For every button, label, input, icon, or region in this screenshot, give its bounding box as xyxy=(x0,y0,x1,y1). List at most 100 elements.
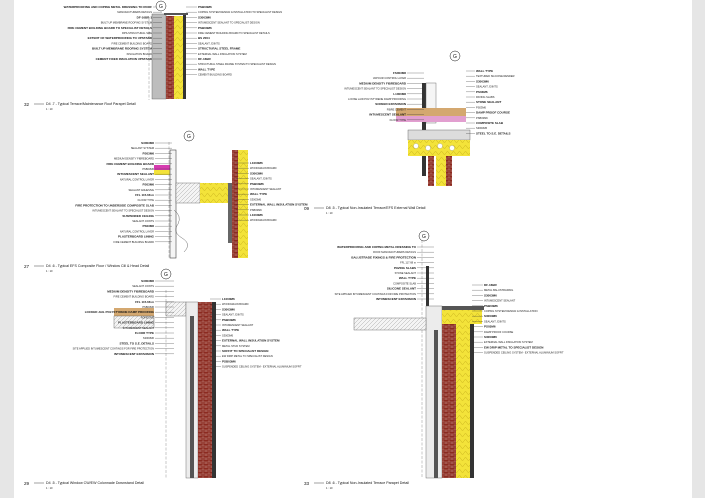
annotation-left: VAPOUR CONTROL LAYER xyxy=(373,76,406,80)
annotation-right: PS03M6 xyxy=(476,105,487,109)
annotation-right: STRUCTURAL STEEL FRAME xyxy=(198,47,240,51)
annotation-right: PAVING SLABS xyxy=(476,95,495,99)
annotation-left: INTUMESCENT SEALANT TO SPECIALIST DESIGN xyxy=(344,87,406,91)
annotation-right: S3003M6 xyxy=(250,171,263,175)
annotation-left: SUSPENDED CEILING xyxy=(122,214,154,218)
annotation-right: SEALANT JOINTS xyxy=(222,313,244,317)
annotation-right: COPING SYSTEM DESIGN & INSTALLATION xyxy=(484,309,538,313)
annotation-left: FLOOR TYPE xyxy=(135,331,154,335)
annotation-left: EXTENT OF WATERPROOFING TO UPSTAND xyxy=(88,36,153,40)
construction-details-drawing: WATERPROOFING AND COPING METAL DRESSING … xyxy=(24,0,564,490)
annotation-right: EW DRIP METAL TO SPECIALIST DESIGN xyxy=(484,345,543,349)
annotation-left: RPS-STRUCTURAL SIZE xyxy=(122,31,152,35)
annotation-left: FIRE CEMENT BUILDING BOARD xyxy=(112,41,153,45)
annotation-left: PSB03M6 xyxy=(142,167,154,171)
annotation-right: WALL TYPE xyxy=(476,69,493,73)
detail-title: D8 .5 - Typical Non-Insulated Terrace/EF… xyxy=(326,206,426,210)
annotation-left: SITE APPLIED INTUMESCENT COATINGS FOR FI… xyxy=(73,347,154,351)
annotation-right: SEALANT JOINTS xyxy=(250,177,272,181)
annotation-left: INTUMESCENT SEALANT TO SPECIALIST DESIGN xyxy=(92,209,154,213)
detail-29-downstand xyxy=(113,290,216,479)
annotation-left: BUILT UP MEMBRANE ROOFING SYSTEM xyxy=(101,21,152,25)
detail-09-terrace-wall xyxy=(396,82,471,186)
annotation-left: L1000M6 xyxy=(393,92,406,96)
detail-27-floor-cill xyxy=(154,142,248,259)
annotation-right: METAL STUD SYSTEM xyxy=(222,344,250,348)
detail-title: D4 .7 - Typical Terrace/Maintenance Roof… xyxy=(46,102,136,106)
svg-text:G: G xyxy=(164,272,168,278)
svg-text:G: G xyxy=(187,134,191,140)
detail-title-32: 32 D4 .7 - Typical Terrace/Maintenance Ro… xyxy=(24,102,136,111)
annotation-left: FLOOR TYPE xyxy=(390,118,407,122)
annotation-left: WATERPROOFING AND COPING METAL DRESSING … xyxy=(337,245,417,249)
annotation-right: SUSPENDED CEILING SYSTEM - EXTERNAL ALUM… xyxy=(484,351,564,355)
annotation-left: S3003M6 xyxy=(141,141,154,145)
annotation-right: WOODGRAIN BOARD xyxy=(250,166,277,170)
annotation-right: FIRE CEMENT BUILDING BOARD TO SPECIALIST… xyxy=(198,31,270,35)
annotation-right: L1000M6 xyxy=(222,297,235,301)
annotation-left: SITE APPLIED INTUMESCENT COATINGS FOR FI… xyxy=(335,292,416,296)
annotation-right: PSB03M6 xyxy=(222,359,236,363)
annotation-right: SEALANT JOINTS xyxy=(476,85,498,89)
grid-bubble: G xyxy=(418,230,430,242)
annotation-left: FFL 117.68 m xyxy=(400,261,416,265)
annotation-right: SOFFIT TO SPECIALIST DESIGN xyxy=(222,349,268,353)
annotation-left: LOCKED JAIL POLYSTYRENE DAMP PROOFING xyxy=(85,310,155,314)
svg-text:G: G xyxy=(159,4,163,10)
grid-bubble: G xyxy=(160,268,172,280)
annotation-left: FIRE CEMENT BUILDING BOARD xyxy=(107,162,155,166)
annotation-left: MEDIUM DENSITY FIBREBOARD xyxy=(114,157,154,161)
annotation-left: FFL 115.68 m xyxy=(135,193,154,197)
annotation-left: FIBRE CEMENT xyxy=(387,107,407,111)
annotation-right: SEALANT JOINTS xyxy=(198,41,220,45)
detail-title: D4 .6 - Typical EFS Composite Floor / Wi… xyxy=(46,264,149,268)
annotation-left: PS03M6 xyxy=(142,224,154,228)
svg-text:G: G xyxy=(422,234,426,240)
annotation-right: DAMP PROOF COURSE xyxy=(484,330,513,334)
detail-scale: 1 : 10 xyxy=(46,107,53,111)
detail-33-terrace-parapet xyxy=(353,240,484,479)
annotation-left: SEALANT JOINTS xyxy=(132,284,154,288)
detail-title: D4 .5 - Typical Window CW/EW Colonnade D… xyxy=(46,481,144,485)
annotation-left: FIRE CEMENT BUILDING BOARD xyxy=(114,295,155,299)
annotation-right: S3003M6 xyxy=(476,79,489,83)
detail-number: 09 xyxy=(304,206,310,211)
detail-title-33: 33 D8 .6 - Typical Non-Insulated Terrace … xyxy=(304,481,409,490)
detail-32-parapet xyxy=(148,13,188,100)
annotation-left: ADHESIVE xyxy=(141,315,154,319)
annotation-left: MANUFACTURERS DETAILS xyxy=(117,10,152,14)
annotation-right: STRUCTURAL STEEL FRAME SYSTEM TO SPECIAL… xyxy=(198,62,276,66)
annotation-left: WATERPROOFING AND COPING METAL DRESSING … xyxy=(64,5,153,9)
annotation-right: PS03M6 xyxy=(476,90,488,94)
annotation-left: MEDIUM DENSITY FIBREBOARD xyxy=(107,289,155,293)
detail-title-29: 29 D4 .5 - Typical Window CW/EW Colonnade… xyxy=(24,481,144,490)
annotation-left: WALL TYPE xyxy=(399,276,416,280)
annotation-right: PSB03M6 xyxy=(198,26,212,30)
annotation-right: METAL BALUSTRADING xyxy=(484,288,513,292)
detail-number: 33 xyxy=(304,481,310,486)
annotation-left: SEALANT JOINTS xyxy=(132,219,154,223)
detail-number: 32 xyxy=(24,102,30,107)
annotation-right: COMPOSITE SLAB xyxy=(476,121,504,125)
annotation-right: DF-16BR xyxy=(198,57,212,61)
detail-scale: 1 : 10 xyxy=(326,486,333,490)
grid-bubble: G xyxy=(183,130,195,142)
annotation-left: PLASTERBOARD LINING xyxy=(118,235,155,239)
annotation-right: S3003M6 xyxy=(484,293,497,297)
annotation-left: FFL 115.68 m xyxy=(135,300,154,304)
annotation-left: PS03M6 xyxy=(142,151,154,155)
annotation-left: INTUMESCENT EXPANSION xyxy=(114,352,154,356)
annotation-right: INTUMESCENT SEALANT xyxy=(222,323,254,327)
annotation-right: S3003M6 xyxy=(484,335,497,339)
detail-number: 29 xyxy=(24,481,30,486)
annotation-left: NATURAL CONTROL LAYER xyxy=(120,177,154,181)
annotation-right: STONE SEALANT xyxy=(476,100,501,104)
annotation-right: COPING SYSTEM DESIGN & INSTALLATION TO S… xyxy=(198,10,282,14)
detail-title: D8 .6 - Typical Non-Insulated Terrace Pa… xyxy=(326,481,409,485)
annotation-right: PSB03M6 xyxy=(484,304,498,308)
annotation-left: PAVING SLABS xyxy=(394,266,416,270)
annotation-left: INSULATION BOARD xyxy=(127,52,152,56)
annotation-right: BS 2004 xyxy=(198,36,210,40)
